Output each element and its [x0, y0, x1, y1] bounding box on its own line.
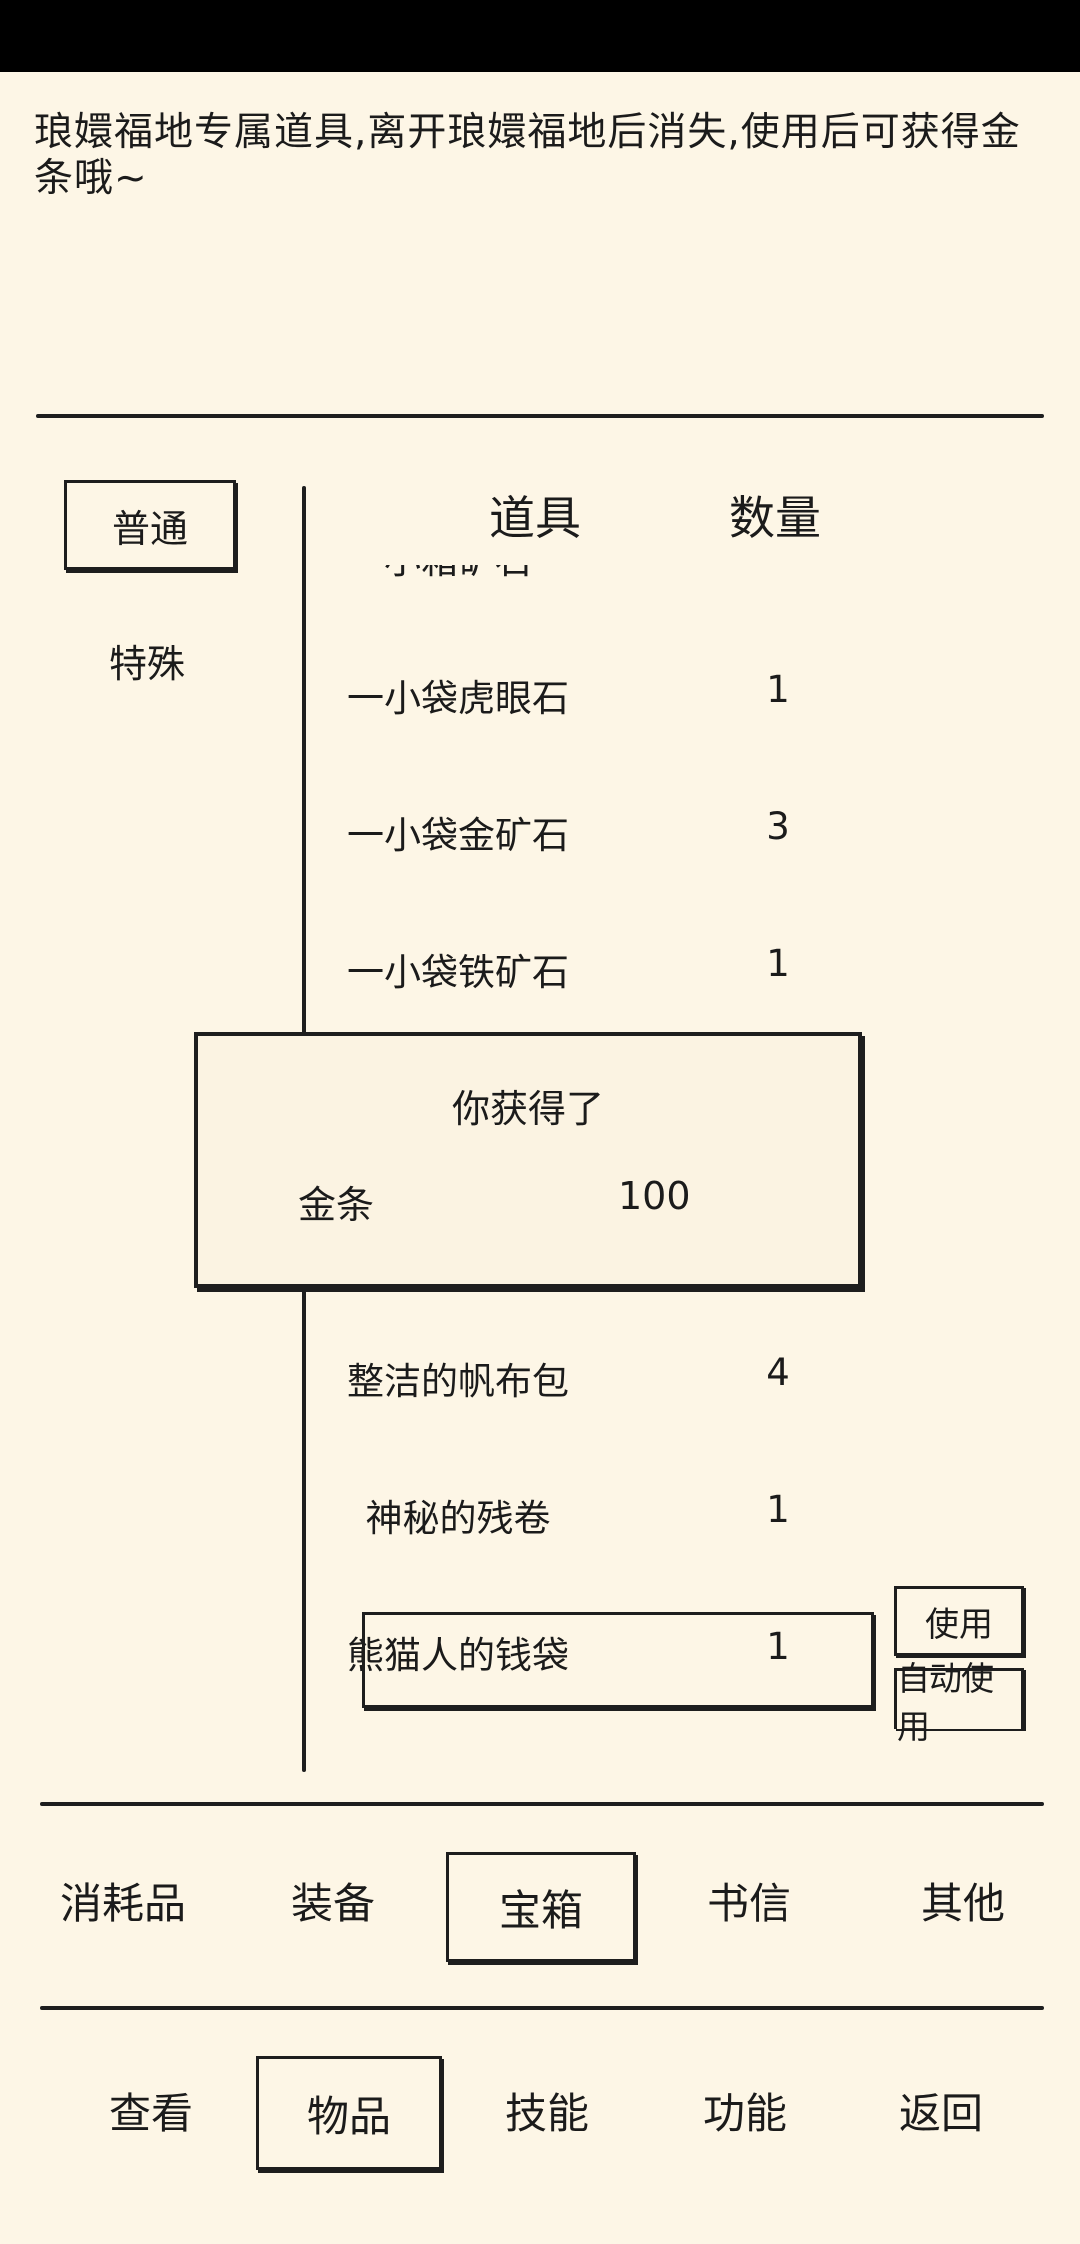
- use-button[interactable]: 使用: [894, 1586, 1024, 1656]
- selected-row-frame: [362, 1612, 874, 1708]
- item-count: 5: [748, 565, 808, 573]
- item-count: 1: [766, 1488, 790, 1531]
- nav-view-label: 查看: [108, 2088, 193, 2138]
- item-count: 1: [766, 668, 790, 711]
- game-screen: 琅嬛福地专属道具,离开琅嬛福地后消失,使用后可获得金条哦~ 普通 特殊 道具 数…: [0, 72, 1080, 2244]
- list-item-selected[interactable]: 熊猫人的钱袋 1: [308, 1601, 908, 1691]
- tab-equipment[interactable]: 装备: [250, 1852, 416, 1948]
- tab-equipment-label: 装备: [290, 1878, 375, 1928]
- item-name: 神秘的残卷: [365, 1497, 551, 1540]
- item-name: 小箱矿石: [308, 565, 608, 584]
- list-item[interactable]: 小箱矿石 5: [308, 565, 908, 596]
- nav-skills[interactable]: 技能: [462, 2062, 632, 2158]
- header-count: 数量: [729, 491, 821, 545]
- header-item: 道具: [489, 491, 581, 545]
- item-name: 一小袋铁矿石: [347, 951, 569, 994]
- reward-item-amount: 100: [618, 1174, 691, 1218]
- divider-middle: [40, 1802, 1044, 1806]
- tab-treasure-chest-label: 宝箱: [498, 1885, 583, 1935]
- nav-items-label: 物品: [306, 2091, 391, 2141]
- list-item[interactable]: 一小袋金矿石 3: [308, 781, 908, 871]
- reward-item-name: 金条: [298, 1183, 375, 1227]
- tab-consumables[interactable]: 消耗品: [40, 1852, 206, 1948]
- list-item[interactable]: 一小袋虎眼石 1: [308, 644, 908, 734]
- nav-items[interactable]: 物品: [256, 2056, 442, 2170]
- item-count: 4: [766, 1351, 790, 1394]
- item-name: 一小袋金矿石: [347, 814, 569, 857]
- divider-bottom: [40, 2006, 1044, 2010]
- category-special[interactable]: 特殊: [64, 618, 230, 702]
- item-name: 整洁的帆布包: [347, 1360, 569, 1403]
- category-normal-label: 普通: [111, 506, 188, 551]
- category-special-label: 特殊: [108, 641, 185, 686]
- item-description: 琅嬛福地专属道具,离开琅嬛福地后消失,使用后可获得金条哦~: [34, 110, 1021, 201]
- tab-others-label: 其他: [920, 1878, 1005, 1928]
- item-count: 1: [766, 1625, 790, 1668]
- list-item[interactable]: 神秘的残卷 1: [308, 1464, 908, 1554]
- nav-view[interactable]: 查看: [66, 2062, 236, 2158]
- tab-others[interactable]: 其他: [880, 1852, 1046, 1948]
- list-item[interactable]: 整洁的帆布包 4: [308, 1327, 908, 1417]
- item-list[interactable]: 小箱矿石 5 一小袋虎眼石 1 一小袋金矿石 3 一小袋铁矿石 1 整洁的帆布包…: [308, 565, 908, 1787]
- nav-back-label: 返回: [898, 2088, 983, 2138]
- tab-consumables-label: 消耗品: [59, 1878, 186, 1928]
- item-count: 1: [766, 942, 790, 985]
- tab-treasure-chest[interactable]: 宝箱: [446, 1852, 636, 1962]
- item-count: 3: [766, 805, 790, 848]
- item-name: 熊猫人的钱袋: [347, 1634, 569, 1677]
- list-item[interactable]: 一小袋铁矿石 1: [308, 918, 908, 1008]
- tab-letters-label: 书信: [706, 1878, 791, 1928]
- nav-functions-label: 功能: [702, 2088, 787, 2138]
- divider-top: [36, 414, 1044, 418]
- category-normal[interactable]: 普通: [64, 480, 236, 570]
- auto-use-button[interactable]: 自动使用: [894, 1659, 1024, 1746]
- nav-back[interactable]: 返回: [856, 2062, 1026, 2158]
- tab-letters[interactable]: 书信: [666, 1852, 832, 1948]
- nav-functions[interactable]: 功能: [660, 2062, 830, 2158]
- reward-popup[interactable]: 你获得了 金条 100: [194, 1032, 862, 1288]
- item-name: 一小袋虎眼石: [347, 677, 569, 720]
- nav-skills-label: 技能: [504, 2088, 589, 2138]
- popup-title: 你获得了: [451, 1087, 604, 1131]
